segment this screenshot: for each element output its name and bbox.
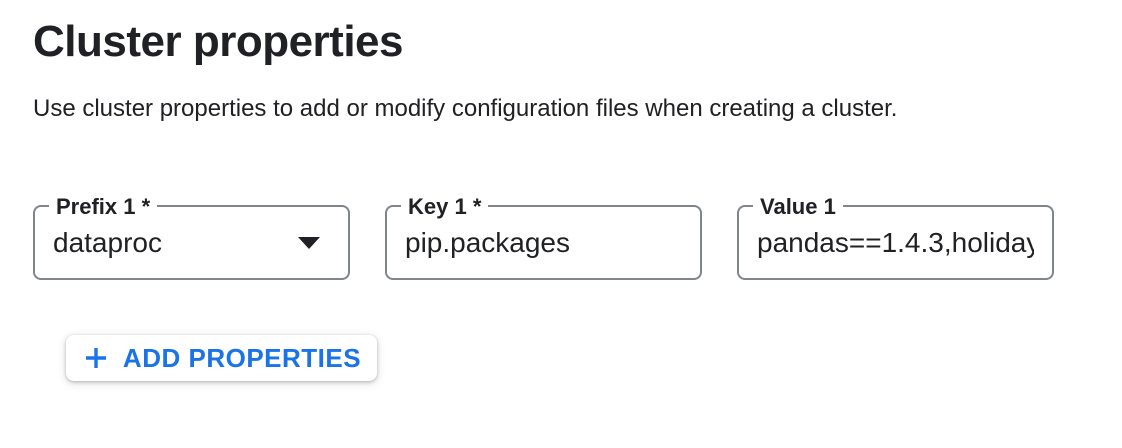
plus-icon xyxy=(85,348,106,368)
value-field-label: Value 1 xyxy=(753,195,843,219)
key-input[interactable] xyxy=(405,226,682,259)
value-field-inner xyxy=(739,207,1052,278)
add-properties-button-label: ADD PROPERTIES xyxy=(122,342,362,373)
property-row-1: Prefix 1 * dataproc Key 1 * Value 1 xyxy=(33,195,1102,280)
page-description: Use cluster properties to add or modify … xyxy=(33,95,898,122)
key-field-label: Key 1 * xyxy=(401,195,489,219)
page-title: Cluster properties xyxy=(33,17,403,66)
cluster-properties-section: Cluster properties Use cluster propertie… xyxy=(0,16,1122,381)
add-properties-button[interactable]: ADD PROPERTIES xyxy=(66,335,377,381)
prefix-select-value: dataproc xyxy=(53,226,162,258)
dropdown-arrow-icon xyxy=(298,236,320,249)
prefix-field: Prefix 1 * dataproc xyxy=(33,195,350,280)
key-field: Key 1 * xyxy=(385,195,702,280)
prefix-select[interactable]: dataproc xyxy=(35,207,348,278)
value-input[interactable] xyxy=(757,226,1034,259)
key-field-inner xyxy=(387,207,700,278)
prefix-field-label: Prefix 1 * xyxy=(49,195,158,219)
value-field: Value 1 xyxy=(737,195,1054,280)
